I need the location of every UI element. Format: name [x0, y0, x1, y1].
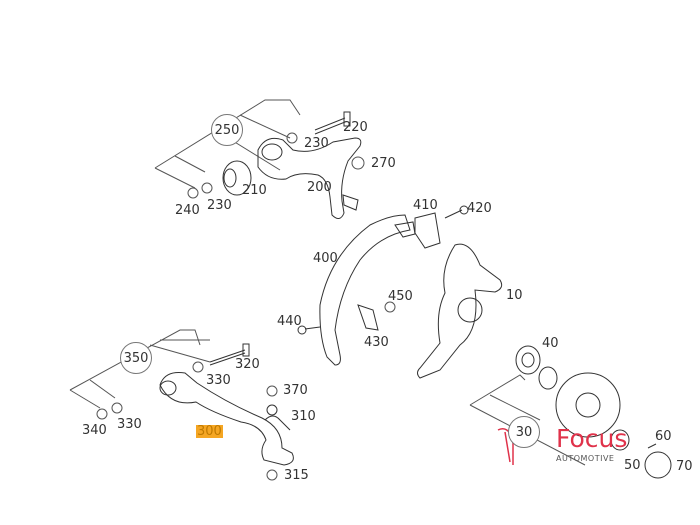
callout-250: 250 [211, 114, 243, 146]
label-230b: 230 [207, 198, 232, 213]
bolt-440 [297, 325, 321, 335]
nut-270 [351, 156, 365, 170]
bracket-410 [414, 212, 441, 249]
nut-450 [384, 301, 396, 313]
label-70: 70 [676, 459, 693, 474]
washer-230a [286, 132, 298, 144]
label-340: 340 [82, 423, 107, 438]
label-270: 270 [371, 156, 396, 171]
label-430: 430 [364, 335, 389, 350]
nut-370 [266, 385, 278, 397]
label-440: 440 [277, 314, 302, 329]
label-400: 400 [313, 251, 338, 266]
nut-340 [96, 408, 108, 420]
nut-50 [610, 429, 630, 451]
hub-cap-70 [644, 451, 672, 479]
label-220: 220 [343, 120, 368, 135]
label-50: 50 [624, 458, 641, 473]
nut-240 [187, 187, 199, 199]
label-300-highlighted[interactable]: 300 [196, 424, 223, 439]
label-410: 410 [413, 198, 438, 213]
strut-arm-400 [319, 214, 416, 366]
label-370: 370 [283, 383, 308, 398]
washer-230b [201, 182, 213, 194]
watermark-subtitle: AUTOMOTIVE [556, 454, 615, 463]
label-420: 420 [467, 201, 492, 216]
callout-30: 30 [508, 416, 540, 448]
label-450: 450 [388, 289, 413, 304]
callout-350: 350 [120, 342, 152, 374]
label-40: 40 [542, 336, 559, 351]
nut-315 [266, 469, 278, 481]
wheel-bearing-40 [515, 345, 541, 375]
washer-330a [192, 361, 204, 373]
label-310: 310 [291, 409, 316, 424]
label-315: 315 [284, 468, 309, 483]
label-240: 240 [175, 203, 200, 218]
label-230: 230 [304, 136, 329, 151]
bolt-220 [314, 111, 351, 135]
bolt-420 [444, 205, 469, 219]
label-60: 60 [655, 429, 672, 444]
washer-330b [111, 402, 123, 414]
watermark-brand: Focus [556, 424, 628, 453]
ball-joint-310 [264, 404, 291, 431]
bolt-320 [209, 343, 250, 366]
upper-control-arm-200 [257, 137, 362, 219]
label-10: 10 [506, 288, 523, 303]
knuckle-10 [417, 243, 503, 379]
label-330b: 330 [117, 417, 142, 432]
bracket-430 [357, 304, 379, 331]
label-330: 330 [206, 373, 231, 388]
bushing-210 [222, 160, 252, 196]
label-320: 320 [235, 357, 260, 372]
wheel-hub-30 [538, 366, 621, 438]
bolt-60 [647, 443, 657, 449]
label-210: 210 [242, 183, 267, 198]
label-200: 200 [307, 180, 332, 195]
lower-control-arm-300 [159, 372, 294, 466]
